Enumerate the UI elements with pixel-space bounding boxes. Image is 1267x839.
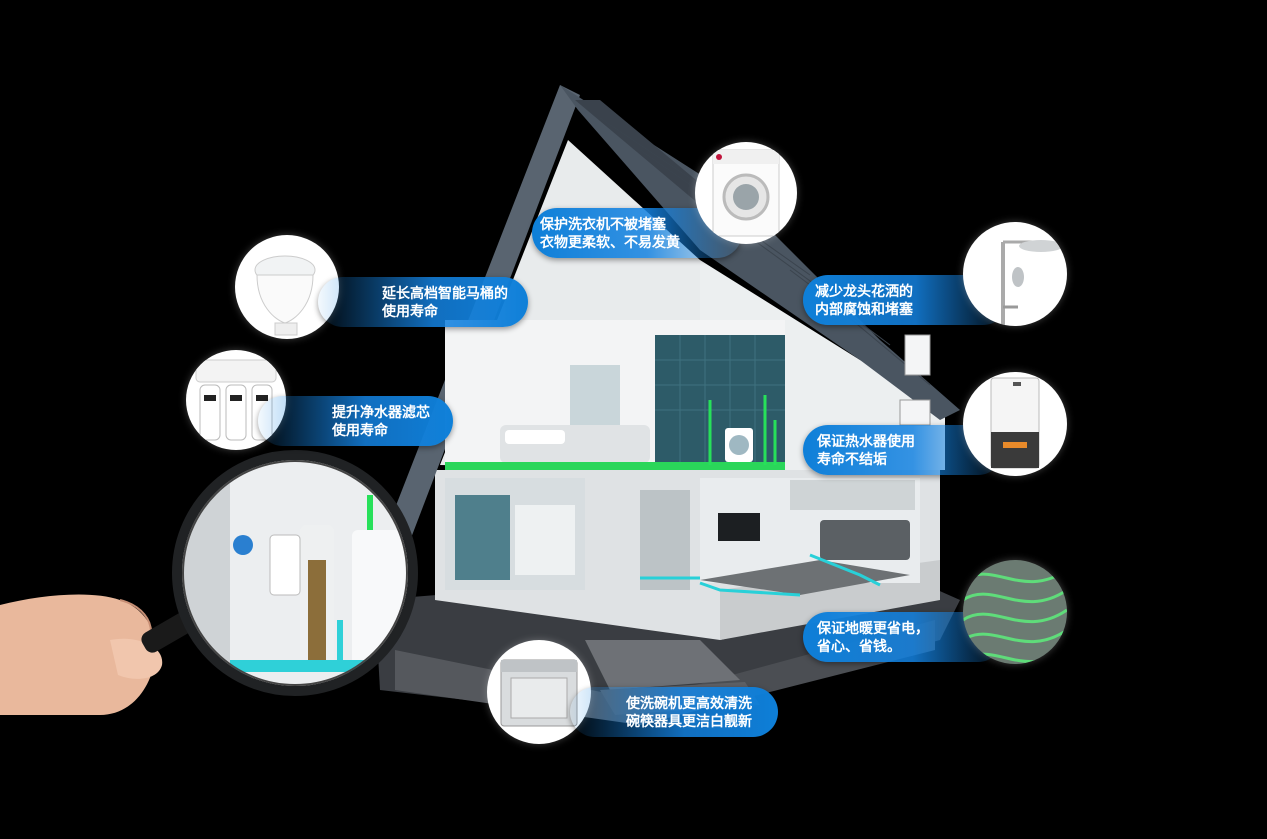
water-purifier-callout: 提升净水器滤芯 使用寿命 (258, 396, 453, 446)
washing-machine-bubble (695, 142, 797, 244)
toilet-callout-line1: 延长高档智能马桶的 (382, 286, 508, 302)
floor-heating-bubble (963, 560, 1067, 664)
floor-heating-icon (963, 568, 1067, 663)
dishwasher-callout: 使洗碗机更高效清洗 碗筷器具更洁白靓新 (570, 687, 778, 737)
dishwasher-icon (500, 659, 578, 727)
floor-heating-callout-line2: 省心、省钱。 (817, 639, 901, 655)
water-heater-callout-line2: 寿命不结垢 (817, 452, 887, 468)
toilet-callout-line2: 使用寿命 (382, 304, 438, 320)
water-heater-bubble (963, 372, 1067, 476)
water-purifier-callout-line1: 提升净水器滤芯 (332, 405, 430, 421)
toilet-callout: 延长高档智能马桶的 使用寿命 (318, 277, 528, 327)
water-heater-callout-line1: 保证热水器使用 (817, 434, 915, 450)
shower-bubble (963, 222, 1067, 326)
toilet-icon (254, 255, 316, 336)
floor-heating-callout-line1: 保证地暖更省电， (817, 621, 929, 637)
floor-heating-callout: 保证地暖更省电， 省心、省钱。 (803, 612, 1003, 662)
dishwasher-callout-line1: 使洗碗机更高效清洗 (626, 696, 752, 712)
washing-machine-callout-line1: 保护洗衣机不被堵塞 (540, 217, 666, 233)
shower-callout-line2: 内部腐蚀和堵塞 (815, 302, 913, 318)
shower-callout-line1: 减少龙头花洒的 (815, 284, 913, 300)
shower-icon (1001, 240, 1063, 326)
dishwasher-callout-line2: 碗筷器具更洁白靓新 (626, 714, 752, 730)
washing-machine-icon (712, 149, 780, 237)
water-heater-icon (990, 377, 1040, 469)
washing-machine-callout-line2: 衣物更柔软、不易发黄 (540, 235, 680, 251)
water-purifier-callout-line2: 使用寿命 (332, 423, 388, 439)
dishwasher-bubble (487, 640, 591, 744)
